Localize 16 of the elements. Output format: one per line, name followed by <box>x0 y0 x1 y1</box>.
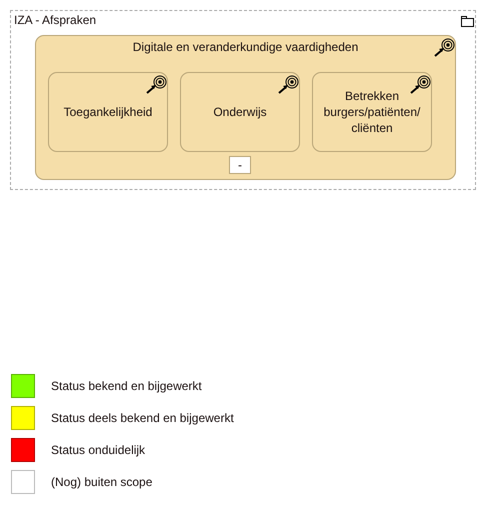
node-label: - <box>237 158 243 172</box>
node-label: Toegankelijkheid <box>62 104 154 120</box>
group-title: Digitale en veranderkundige vaardigheden <box>132 40 360 54</box>
collapse-box <box>229 156 251 174</box>
outcome-box <box>312 72 432 152</box>
node-label: Betrekken burgers/patiënten/ cliënten <box>322 88 422 136</box>
legend-label: (Nog) buiten scope <box>51 475 152 489</box>
outcome-box <box>35 35 456 180</box>
legend-label: Status bekend en bijgewerkt <box>51 379 202 393</box>
outcome-box <box>48 72 168 152</box>
group-title: IZA - Afspraken <box>14 13 96 27</box>
legend-label: Status onduidelijk <box>51 443 146 457</box>
outcome-box <box>180 72 300 152</box>
legend-label: Status deels bekend en bijgewerkt <box>51 411 234 425</box>
node-label: Onderwijs <box>212 104 268 120</box>
group-frame <box>10 10 476 190</box>
